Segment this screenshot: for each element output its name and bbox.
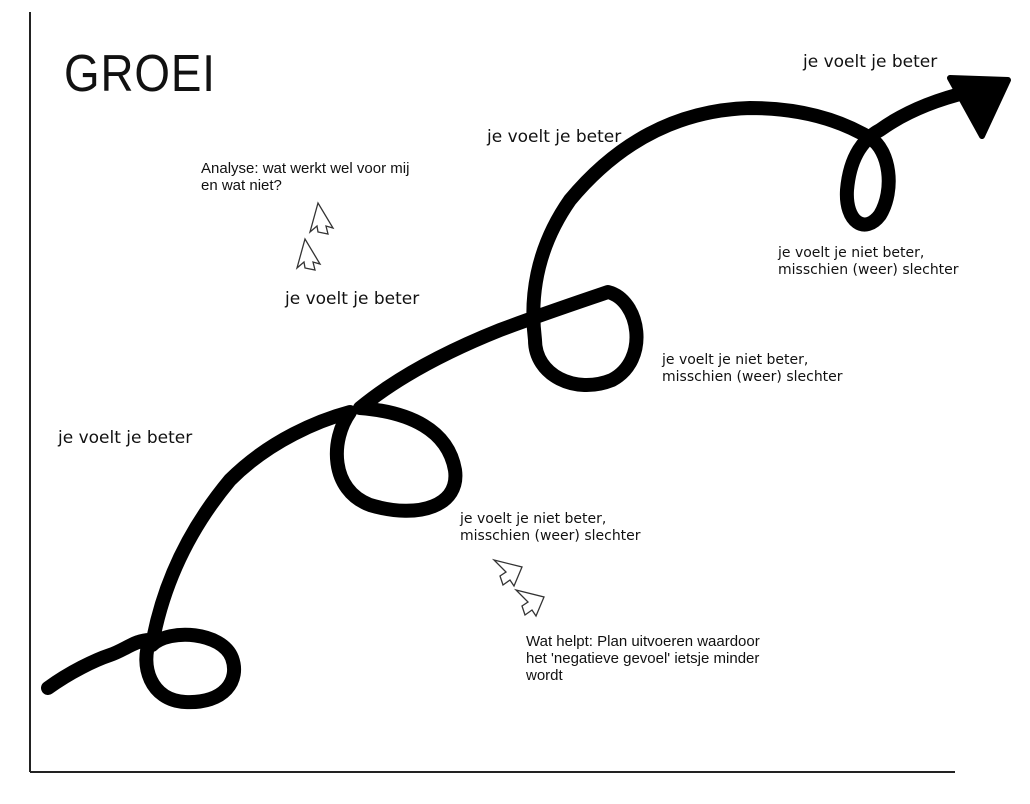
analyse-note: Analyse: wat werkt wel voor mij en wat n… (201, 160, 409, 194)
helps-line1: Wat helpt: Plan uitvoeren waardoor (526, 633, 760, 650)
helps-line3: wordt (526, 667, 563, 684)
growth-curve (41, 85, 975, 710)
label-worse-2-line2: misschien (weer) slechter (662, 369, 843, 385)
arrowhead-icon (947, 75, 1011, 139)
helps-line2: het 'negatieve gevoel' ietsje minder (526, 650, 760, 667)
label-worse-2: je voelt je niet beter, misschien (weer)… (662, 352, 843, 386)
label-better-1: je voelt je beter (58, 428, 193, 448)
label-worse-3-line2: misschien (weer) slechter (778, 262, 959, 278)
down-arrow-icon-2 (513, 588, 545, 618)
label-better-4: je voelt je beter (803, 52, 938, 72)
helps-note: Wat helpt: Plan uitvoeren waardoor het '… (526, 633, 760, 684)
analyse-line1: Analyse: wat werkt wel voor mij (201, 160, 410, 177)
page-title: GROEI (64, 45, 216, 103)
label-worse-3: je voelt je niet beter, misschien (weer)… (778, 245, 959, 279)
label-better-3: je voelt je beter (487, 127, 622, 147)
up-arrow-icon-1 (308, 201, 335, 235)
up-arrow-icon-2 (295, 237, 322, 271)
label-worse-1: je voelt je niet beter, misschien (weer)… (460, 511, 641, 545)
down-arrow-icon-1 (491, 558, 523, 588)
analyse-line2: en wat niet? (201, 177, 282, 194)
label-worse-2-line1: je voelt je niet beter, (662, 352, 809, 368)
label-better-2: je voelt je beter (285, 289, 420, 309)
label-worse-3-line1: je voelt je niet beter, (778, 245, 925, 261)
label-worse-1-line1: je voelt je niet beter, (460, 511, 607, 527)
label-worse-1-line2: misschien (weer) slechter (460, 528, 641, 544)
